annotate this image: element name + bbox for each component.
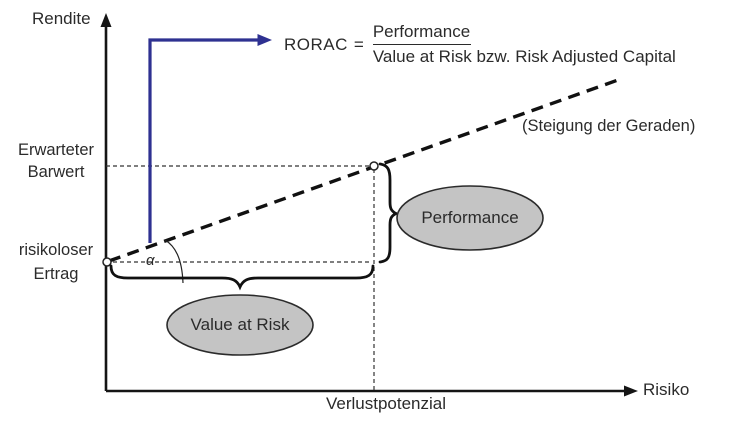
performance-brace [378,162,400,264]
formula-denominator: Value at Risk bzw. Risk Adjusted Capital [372,47,676,66]
alpha-angle-label: α [146,252,155,269]
riskless-return-line1: risikoloser [18,241,94,259]
formula-equals: = [353,34,364,54]
x-axis-arrowhead-icon [624,385,638,397]
formula-numerator: Performance [372,22,472,45]
performance-ellipse-label: Performance [421,208,519,227]
value-at-risk-ellipse [166,294,314,356]
expected-present-value-line1: Erwarteter [17,141,95,159]
value-at-risk-ellipse-label: Value at Risk [190,315,290,334]
expected-value-point [369,161,379,171]
expected-present-value-label: Erwarteter Barwert [4,139,108,183]
riskless-return-line2: Ertrag [33,265,79,283]
rorac-pointer-arrowhead-icon [257,34,272,46]
y-axis-arrowhead-icon [100,13,112,27]
rorac-pointer-arrow [148,38,258,243]
risk-return-line [108,78,619,263]
slope-note-label: (Steigung der Geraden) [522,117,696,135]
x-axis-label: Risiko [643,380,690,399]
rorac-formula: RORAC = Performance Value at Risk bzw. R… [284,22,676,67]
alpha-angle-arc [164,239,184,284]
performance-ellipse [396,185,544,251]
formula-fraction: Performance Value at Risk bzw. Risk Adju… [372,22,676,67]
riskless-return-label: risikoloser Ertrag [4,238,108,286]
loss-potential-label: Verlustpotenzial [325,394,447,413]
value-at-risk-brace [109,264,375,291]
formula-lhs: RORAC [284,34,348,54]
y-axis-label: Rendite [32,9,91,28]
expected-present-value-line2: Barwert [27,163,85,181]
riskless-return-point [102,257,112,267]
